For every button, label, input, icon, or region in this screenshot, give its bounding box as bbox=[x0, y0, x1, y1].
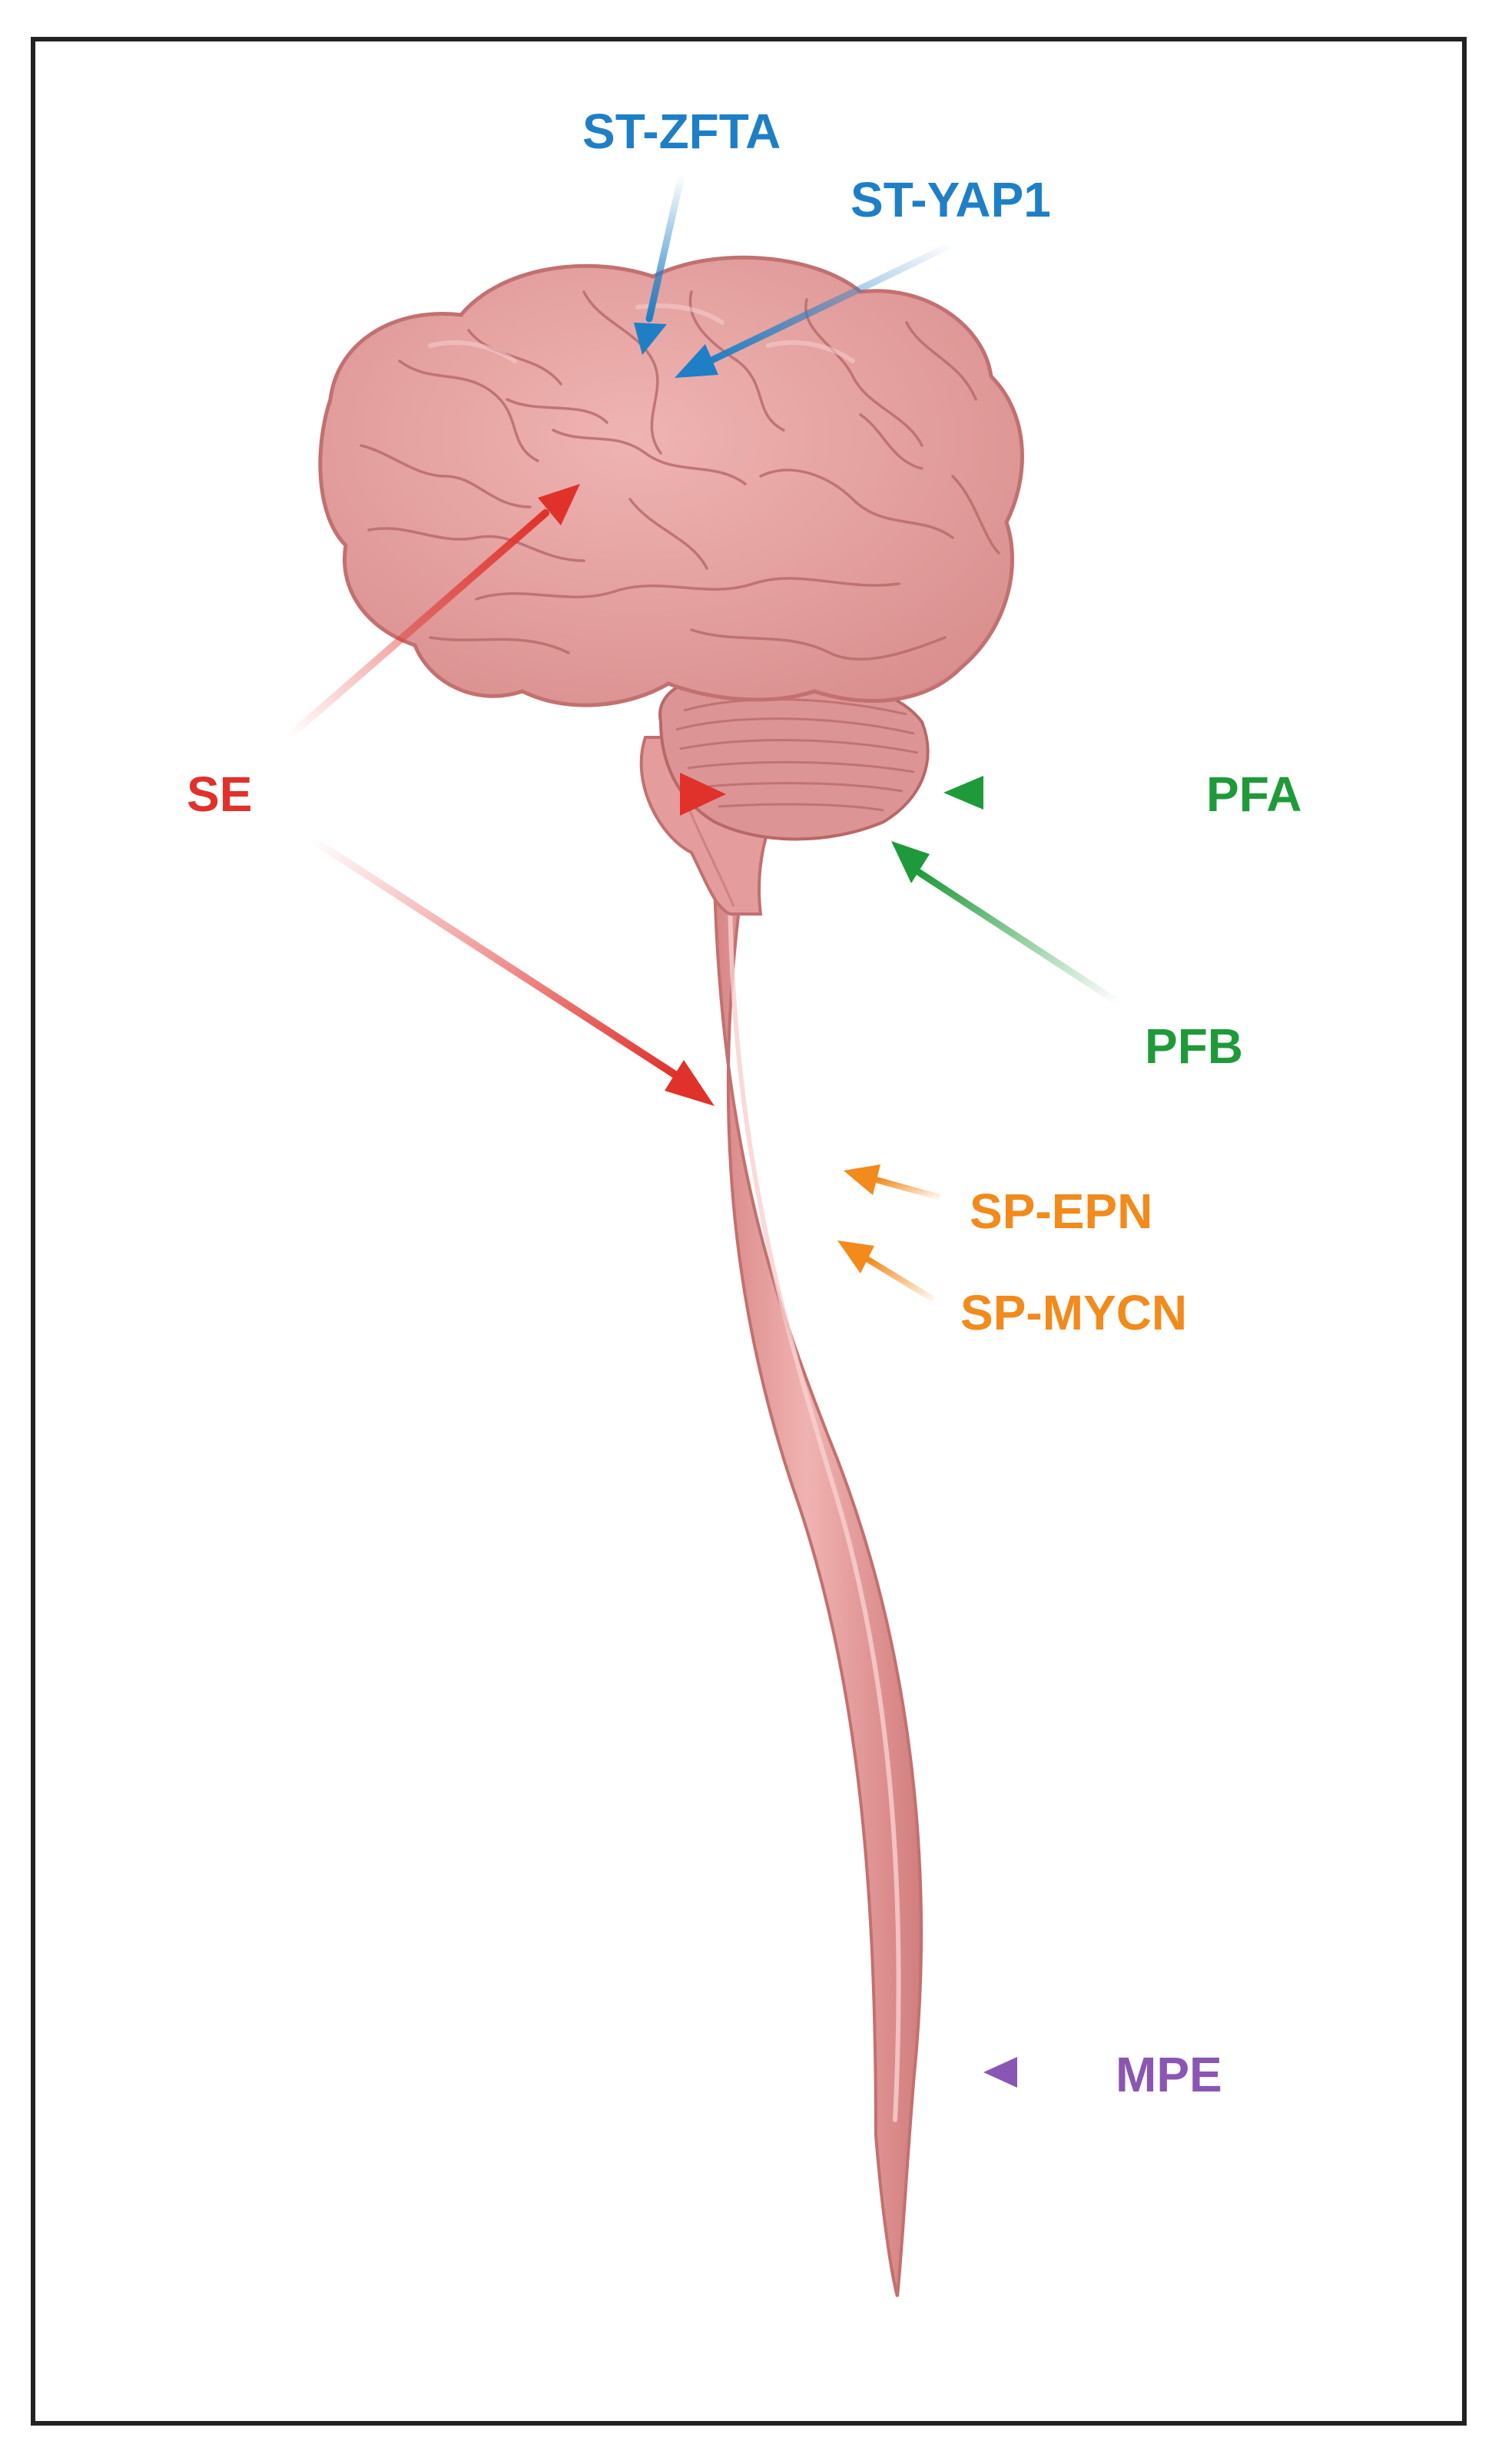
cerebrum bbox=[318, 255, 1024, 707]
label-mpe: MPE bbox=[1116, 2047, 1222, 2102]
label-se: SE bbox=[187, 767, 252, 822]
arrow-sp-mycn bbox=[837, 1240, 934, 1301]
arrow-sp-epn bbox=[844, 1164, 940, 1200]
label-pfa: PFA bbox=[1206, 767, 1301, 822]
spinal-cord bbox=[712, 881, 923, 2297]
arrow-st-zfta bbox=[634, 171, 685, 355]
arrow-pfa bbox=[943, 776, 1187, 810]
figure-border bbox=[31, 37, 1467, 2426]
label-sp-mycn: SP-MYCN bbox=[960, 1285, 1187, 1340]
arrow-pfb bbox=[891, 841, 1122, 1006]
arrow-se-cerebrum bbox=[284, 484, 580, 741]
arrow-mpe bbox=[983, 2057, 1098, 2088]
label-st-zfta: ST-ZFTA bbox=[582, 104, 781, 159]
label-sp-epn: SP-EPN bbox=[970, 1184, 1152, 1239]
label-st-yap1: ST-YAP1 bbox=[850, 172, 1051, 227]
arrow-se-spine bbox=[307, 835, 715, 1106]
arrow-st-yap1 bbox=[675, 240, 957, 378]
arrow-se-posterior-fossa bbox=[286, 773, 726, 816]
label-pfb: PFB bbox=[1145, 1018, 1243, 1074]
